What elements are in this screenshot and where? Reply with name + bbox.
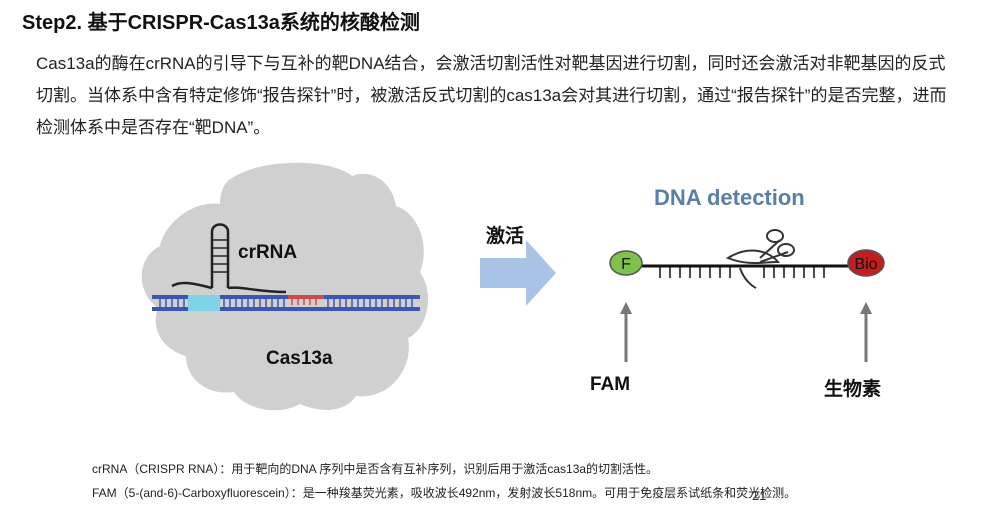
- footnote-fam: FAM（5-(and-6)-Carboxyfluorescein）：是一种羧基荧…: [92, 486, 797, 500]
- bio-circle-label: Bio: [854, 256, 877, 273]
- fam-pointer-arrow: [620, 302, 632, 362]
- page-number: 21: [752, 488, 767, 503]
- fam-label: FAM: [590, 374, 631, 395]
- footnote-crrna: crRNA（CRISPR RNA）：用于靶向的DNA 序列中是否含有互补序列，识…: [92, 462, 659, 476]
- activation-arrow: [480, 240, 556, 306]
- cas13a-protein-shape: [141, 162, 429, 411]
- scissors-icon: [725, 229, 795, 289]
- fam-marker-circle: [609, 250, 643, 276]
- cas13a-label: Cas13a: [266, 348, 333, 369]
- bio-marker-circle: [847, 249, 885, 277]
- intro-paragraph: Cas13a的酶在crRNA的引导下与互补的靶DNA结合，会激活切割活性对靶基因…: [36, 54, 947, 137]
- dna-detection-title: DNA detection: [654, 185, 805, 210]
- biotin-pointer-arrow: [860, 302, 872, 362]
- reporter-probe: [640, 264, 862, 278]
- section-heading: Step2. 基于CRISPR-Cas13a系统的核酸检测: [22, 12, 420, 34]
- crrna-hairpin: [171, 223, 287, 294]
- activate-label: 激活: [486, 226, 525, 247]
- fam-circle-label: F: [621, 256, 631, 273]
- biotin-label: 生物素: [824, 379, 882, 400]
- target-dna-duplex: [152, 295, 420, 311]
- crrna-label: crRNA: [238, 242, 298, 263]
